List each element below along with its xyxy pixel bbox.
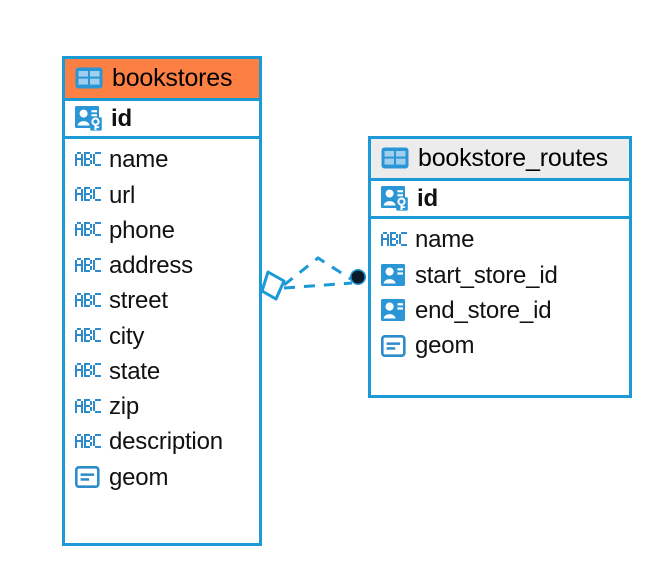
column-list-bookstores: name u [65, 139, 259, 498]
text-type-icon [381, 231, 407, 248]
geometry-type-icon [75, 465, 101, 489]
field-row-name[interactable]: name [65, 142, 259, 177]
field-row-id[interactable]: id [371, 181, 629, 216]
text-type-icon [75, 151, 101, 168]
field-row-description[interactable]: description [65, 424, 259, 459]
text-type-icon [75, 222, 101, 238]
text-type-icon [75, 398, 101, 415]
column-list-bookstore-routes: name start_store_id [371, 219, 629, 366]
primary-key-section-bookstores: id [65, 101, 259, 140]
field-row-end-store-id[interactable]: end_store_id [371, 293, 629, 328]
field-label: zip [109, 393, 140, 421]
field-label: name [415, 226, 475, 254]
field-label: start_store_id [415, 261, 558, 289]
field-label: address [109, 252, 193, 280]
diamond-marker [260, 270, 286, 301]
field-label: city [109, 322, 145, 350]
entity-header-bookstores[interactable]: bookstores [65, 59, 259, 101]
field-label: name [109, 146, 169, 174]
text-type-icon [75, 363, 101, 379]
field-name-id: id [417, 185, 438, 212]
geometry-type-icon [381, 334, 407, 358]
field-label: url [109, 181, 136, 209]
field-row-state[interactable]: state [65, 354, 259, 389]
field-label: geom [415, 332, 475, 360]
text-type-icon [75, 434, 101, 450]
field-row-street[interactable]: street [65, 283, 259, 318]
primary-key-section-bookstore-routes: id [371, 181, 629, 220]
primary-key-icon [381, 185, 409, 212]
entity-title-bookstore-routes: bookstore_routes [418, 144, 608, 172]
field-row-name[interactable]: name [371, 222, 629, 257]
text-type-icon [75, 328, 101, 344]
field-row-geom[interactable]: geom [65, 460, 259, 495]
foreign-key-icon [381, 263, 407, 287]
entity-header-bookstore-routes[interactable]: bookstore_routes [371, 139, 629, 181]
field-row-city[interactable]: city [65, 319, 259, 354]
field-row-id[interactable]: id [65, 101, 259, 136]
foreign-key-icon [381, 298, 407, 322]
field-name-id: id [111, 105, 132, 132]
field-label: description [109, 428, 223, 456]
primary-key-icon [75, 105, 103, 132]
field-row-url[interactable]: url [65, 178, 259, 213]
entity-bookstore-routes[interactable]: bookstore_routes [368, 136, 632, 398]
field-label: phone [109, 216, 175, 244]
field-label: street [109, 287, 168, 315]
relationship-line-lower [283, 281, 353, 290]
text-type-icon [75, 257, 101, 274]
text-type-icon [75, 292, 101, 309]
table-icon [75, 67, 103, 89]
entity-bookstores[interactable]: bookstores [62, 56, 262, 546]
relationship-line-upper [283, 256, 355, 287]
field-label: end_store_id [415, 296, 552, 324]
field-row-start-store-id[interactable]: start_store_id [371, 258, 629, 293]
field-label: state [109, 357, 161, 385]
field-row-geom[interactable]: geom [371, 328, 629, 363]
field-row-address[interactable]: address [65, 248, 259, 283]
text-type-icon [75, 187, 101, 203]
entity-title-bookstores: bookstores [112, 64, 233, 92]
field-label: geom [109, 463, 169, 491]
filled-circle-marker [350, 269, 366, 285]
table-icon [381, 147, 409, 169]
field-row-zip[interactable]: zip [65, 389, 259, 424]
field-row-phone[interactable]: phone [65, 213, 259, 248]
